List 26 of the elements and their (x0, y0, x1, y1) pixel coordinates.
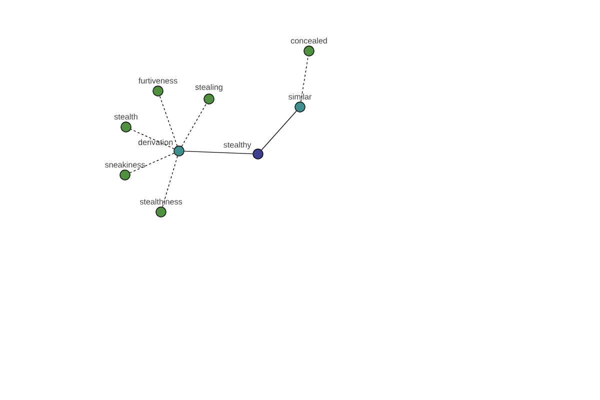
graph-node: stealthy (224, 142, 264, 160)
connector-line (159, 96, 178, 146)
node-label: stealthiness (140, 198, 182, 205)
connector-line (261, 110, 297, 150)
graph-node: furtiveness (138, 78, 178, 96)
graph-node: sneakiness (105, 162, 145, 180)
node-label: stealing (195, 84, 222, 92)
connector-line (181, 103, 207, 147)
node-label: concealed (290, 38, 327, 44)
node-label: furtiveness (138, 78, 178, 84)
graph-node: stealthiness (140, 198, 182, 218)
connector-line (300, 56, 308, 102)
graph-node: stealing (195, 84, 222, 104)
graph-node: similar (288, 94, 312, 112)
node-label: sneakiness (105, 162, 145, 168)
graph-node: stealth (114, 114, 138, 132)
node-label: stealthy (224, 142, 252, 150)
node-label: similar (288, 94, 312, 100)
connector-line (184, 150, 253, 154)
connector-line (130, 152, 174, 174)
connector-line (130, 128, 174, 150)
node-label: derivation (138, 139, 173, 146)
connector-line (162, 156, 178, 208)
node-label: stealth (114, 114, 138, 120)
graph-node: derivation (138, 139, 184, 156)
graph-node: concealed (290, 38, 327, 56)
